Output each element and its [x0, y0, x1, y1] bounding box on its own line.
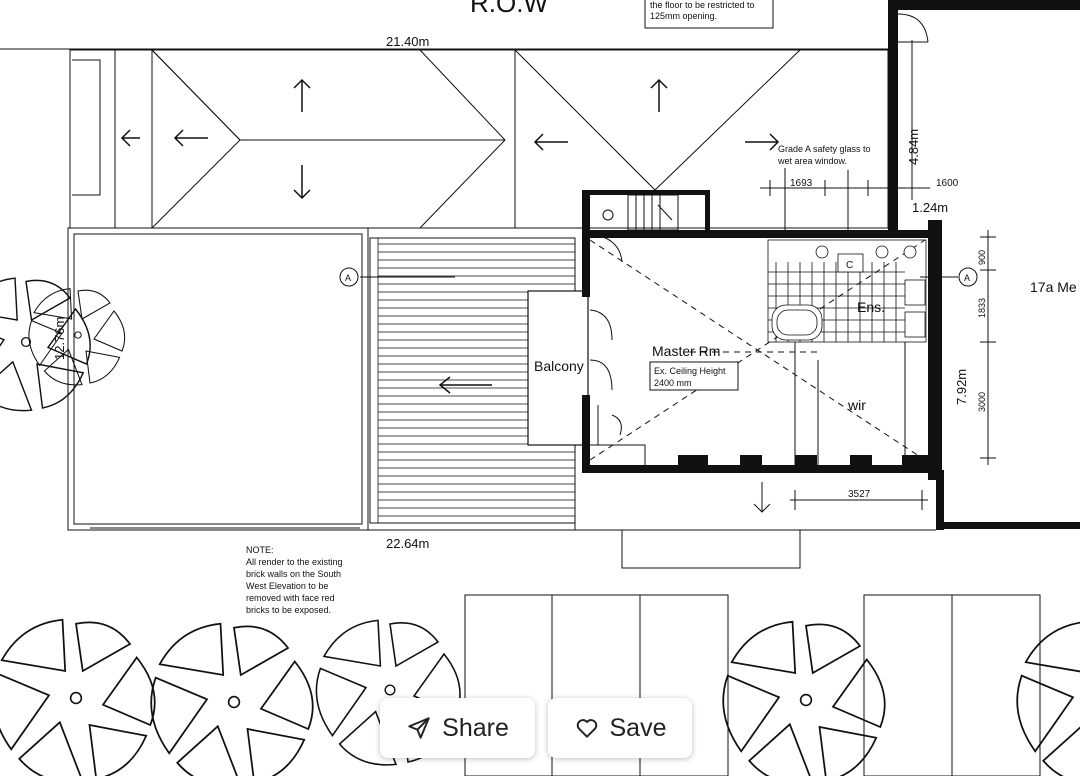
ground-left-area	[67, 227, 369, 531]
roof-arrows	[120, 78, 780, 200]
dim-right-total: 7.92m	[954, 369, 969, 405]
cabinet-label: C	[846, 260, 853, 271]
paper-plane-icon	[408, 717, 430, 739]
dim-3527: 3527	[848, 489, 871, 500]
svg-text:brick walls on the South: brick walls on the South	[246, 569, 341, 579]
section-marker-left: A	[345, 273, 351, 283]
ceiling-note-line-1: Ex. Ceiling Height	[654, 366, 726, 376]
dim-bottom-width: 22.64m	[386, 536, 429, 551]
svg-text:All render to the existing: All render to the existing	[246, 557, 343, 567]
render-note: NOTE: All render to the existing brick w…	[246, 545, 343, 615]
share-button[interactable]: Share	[380, 698, 535, 758]
dim-right-upper: 4.84m	[906, 129, 921, 165]
svg-text:NOTE:: NOTE:	[246, 545, 274, 555]
dim-1693: 1693	[790, 178, 813, 189]
dim-900: 900	[977, 250, 987, 265]
svg-text:West Elevation to be: West Elevation to be	[246, 581, 328, 591]
top-note-line-1: the floor to be restricted to	[650, 0, 755, 10]
svg-text:bricks to be exposed.: bricks to be exposed.	[246, 605, 331, 615]
svg-text:removed with face red: removed with face red	[246, 593, 335, 603]
master-room-walls	[582, 190, 1080, 530]
dim-right-small: 1.24m	[912, 200, 948, 215]
save-label: Save	[609, 713, 667, 742]
row-label: R.O.W	[470, 0, 548, 18]
share-label: Share	[442, 713, 509, 742]
room-wir: wir	[847, 397, 866, 413]
safety-note-line-1: Grade A safety glass to	[778, 144, 871, 154]
dim-top-width: 21.40m	[386, 34, 429, 49]
ensuite	[767, 239, 927, 343]
top-note-line-2: 125mm opening.	[650, 11, 717, 21]
ceiling-note-line-2: 2400 mm	[654, 378, 692, 388]
section-marker-right: A	[964, 273, 970, 283]
safety-note-line-2: wet area window.	[777, 156, 847, 166]
save-button[interactable]: Save	[548, 698, 692, 758]
dim-3000: 3000	[977, 392, 987, 412]
dim-left: 12.76m	[52, 317, 67, 360]
neighbour-label: 17a Me	[1030, 279, 1077, 295]
dim-1833: 1833	[977, 298, 987, 318]
dim-1600: 1600	[936, 178, 959, 189]
room-balcony: Balcony	[534, 358, 584, 374]
heart-icon	[576, 719, 597, 738]
room-master: Master Rm	[652, 343, 720, 359]
roof-plan-left	[69, 49, 889, 229]
room-ensuite: Ens.	[857, 299, 885, 315]
